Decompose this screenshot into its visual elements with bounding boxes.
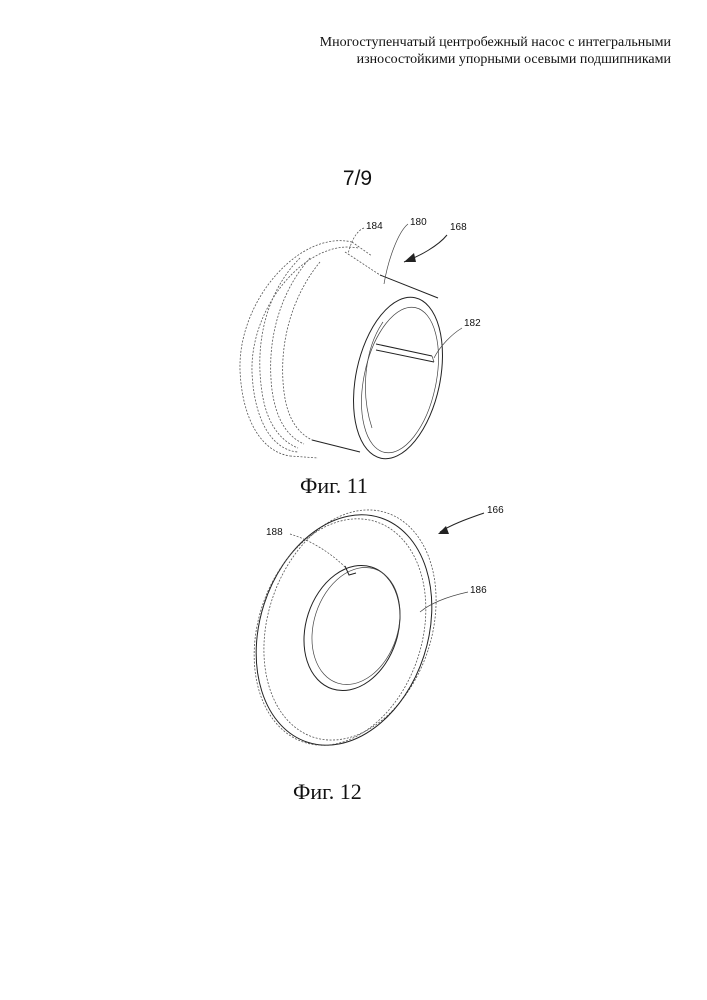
fig12-washer-drawing	[226, 487, 464, 768]
ref-180: 180	[410, 217, 427, 228]
arrow-166	[438, 526, 449, 534]
figure-12-caption: Фиг. 12	[293, 779, 362, 805]
arrow-168	[404, 253, 416, 262]
ref-168: 168	[450, 222, 467, 233]
ref-166: 166	[487, 505, 504, 516]
ref-188: 188	[266, 527, 283, 538]
ref-182: 182	[464, 318, 481, 329]
fig12-reference-labels: 166 188 186	[266, 505, 504, 612]
fig11-bearing-drawing	[240, 241, 456, 467]
ref-186: 186	[470, 585, 487, 596]
ref-184: 184	[366, 221, 383, 232]
figure-11-caption: Фиг. 11	[300, 473, 368, 499]
